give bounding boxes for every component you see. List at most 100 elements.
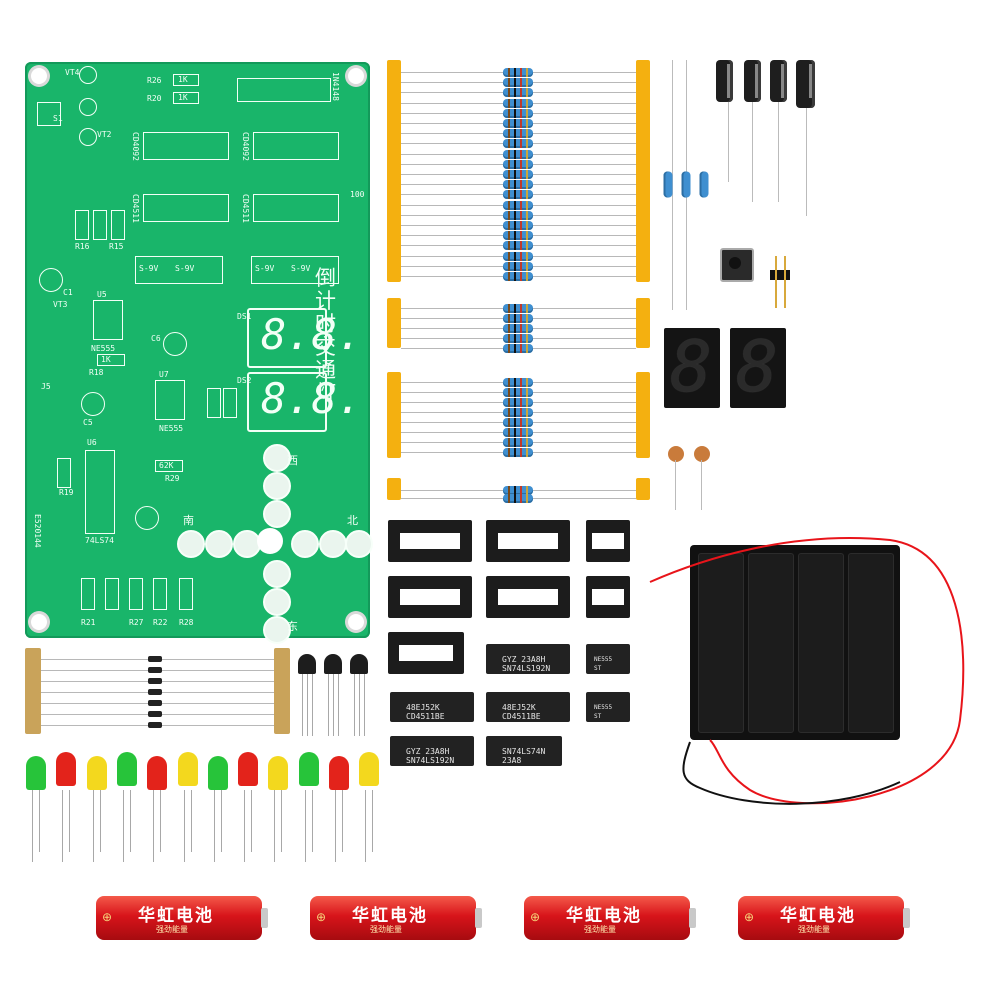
tape-left [387,60,401,282]
resistor [503,261,533,271]
silk-r27: R27 [129,618,144,627]
resistor [503,251,533,261]
transistor-outline [79,128,97,146]
transistor-leg [312,674,313,736]
resistor [503,210,533,220]
resistor [503,221,533,230]
led-green [298,752,319,786]
chip-line2: 23A8 [502,756,522,765]
ceramic-capacitor [668,446,684,462]
chip-line1: 48EJ52K [406,703,440,712]
transistor-leg [302,674,303,736]
pin-header-pin [784,256,786,308]
ds1-digits: 8.8. [261,310,363,359]
battery-brand: 华虹电池 [780,906,856,926]
transistor-leg [364,674,365,736]
seven-segment-display: 8 [730,326,786,408]
electrolytic-capacitor [744,60,761,102]
diode [148,711,162,717]
ds2-digits: 8.8. [261,374,363,423]
resistor [503,304,533,313]
silk-360: S-9V [175,264,195,273]
silk-r26: R26 [147,76,162,85]
diode [148,656,162,662]
transistor [350,654,368,674]
resistor-outline [155,460,183,472]
silk-cd4511: CD4511 [241,194,250,223]
ic-socket-16pin [486,576,570,618]
resistor [503,324,533,333]
electrolytic-capacitor [770,60,787,102]
led-yellow [177,752,198,786]
resistor-outline [97,354,125,366]
resistor [503,408,533,417]
aa-battery: ⊕华虹电池强劲能量 [96,896,268,940]
led-leg [190,790,192,852]
silk-r16: R16 [75,242,90,251]
silk-vt4: VT4 [65,68,80,77]
battery-holder [690,545,900,740]
resistor-outline [93,210,107,240]
silk-r18: R18 [89,368,104,377]
ic-socket-8pin [586,520,630,562]
resistor-bank-outline [251,256,339,284]
silk-vt2: VT2 [97,130,112,139]
led-leg [372,790,374,852]
silk-u7: U7 [159,370,169,379]
battery-subtitle: 强劲能量 [370,925,402,934]
resistor [503,494,533,503]
silk-r21: R21 [81,618,96,627]
ds2-outline [247,372,327,432]
tape-left [25,648,41,734]
chip-line1: 48EJ52K [502,703,536,712]
resistor [503,418,533,427]
mounting-hole [31,614,47,630]
cap-outline-c5 [81,392,105,416]
resistor [503,200,533,210]
led-yellow [86,756,107,790]
electrolytic-capacitor [796,60,815,108]
tape-right [636,298,650,348]
resistor [503,108,533,118]
battery-terminal [689,908,696,928]
led-red [238,752,259,786]
silk-u5: U5 [97,290,107,299]
resistor [503,272,533,281]
led-pad [345,530,373,558]
silk-r28: R28 [179,618,194,627]
led-yellow [268,756,289,790]
diode-array-outline [237,78,331,102]
silk-r29: R29 [165,474,180,483]
electrolytic-capacitor [716,60,733,102]
ic-socket-16pin [486,520,570,562]
resistor [503,78,533,88]
diode [148,722,162,728]
push-button-cap [729,257,741,269]
led-pad [263,500,291,528]
silk-cd4092: CD4092 [241,132,250,161]
seven-segment-display: 8 [664,326,720,408]
aa-battery: ⊕华虹电池强劲能量 [738,896,910,940]
resistor-outline [75,210,89,240]
resistor-outline [105,578,119,610]
led-green [207,756,228,790]
resistor [503,68,533,77]
led-pad [205,530,233,558]
led-pad [263,560,291,588]
silk-c1: C1 [63,288,73,297]
cap-outline-c6 [163,332,187,356]
led-leg [311,790,313,852]
silk-vt3: VT3 [53,300,68,309]
led-green [116,752,137,786]
mounting-hole [31,68,47,84]
resistor-bank-outline [135,256,223,284]
led-leg [160,790,162,852]
resistor [503,88,533,98]
ic-socket-8pin [586,576,630,618]
transistor-leg [307,674,308,736]
resistor-outline [173,74,199,86]
led-leg [220,790,222,852]
led-leg [213,790,215,862]
